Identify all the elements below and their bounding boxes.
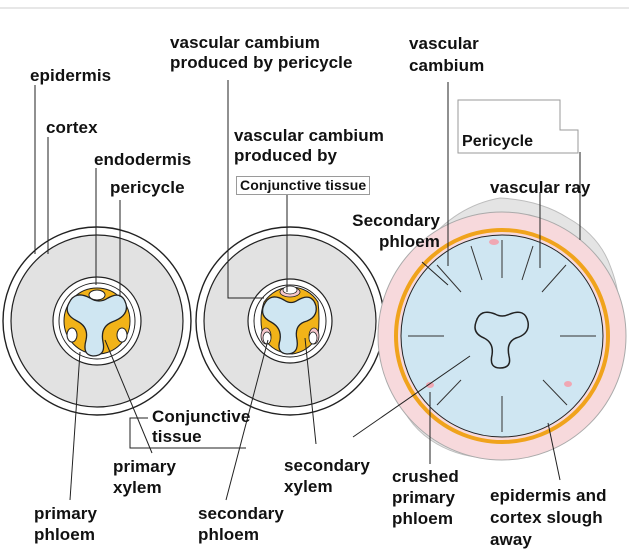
stage-2-cross-section	[196, 227, 384, 415]
label-conjunctive-tissue-stage2: Conjunctive tissue	[236, 176, 370, 195]
label-secondary-phloem-stage2: secondary phloem	[198, 503, 298, 545]
label-cortex: cortex	[46, 118, 98, 137]
label-pericycle-stage1: pericycle	[110, 178, 185, 197]
label-epidermis-cortex-slough: epidermis and cortex slough away	[490, 485, 620, 551]
label-vascular-cambium: vascular cambium	[409, 33, 501, 77]
label-vascular-cambium-produced-by: vascular cambium produced by	[234, 126, 398, 166]
label-epidermis: epidermis	[30, 66, 111, 85]
label-secondary-phloem-stage3: Secondary phloem	[340, 210, 440, 252]
label-secondary-xylem: secondary xylem	[284, 455, 384, 497]
label-conjunctive-tissue-stage1: Conjunctive tissue	[152, 407, 256, 447]
stage-1-cross-section	[3, 227, 191, 415]
label-endodermis: endodermis	[94, 150, 191, 169]
label-vascular-cambium-by-pericycle: vascular cambium produced by pericycle	[170, 33, 402, 73]
label-primary-xylem: primary xylem	[113, 456, 193, 498]
label-primary-phloem: primary phloem	[34, 503, 114, 545]
label-pericycle-stage3: Pericycle	[462, 132, 533, 151]
label-crushed-primary-phloem: crushed primary phloem	[392, 466, 468, 529]
label-vascular-ray: vascular ray	[490, 178, 590, 197]
